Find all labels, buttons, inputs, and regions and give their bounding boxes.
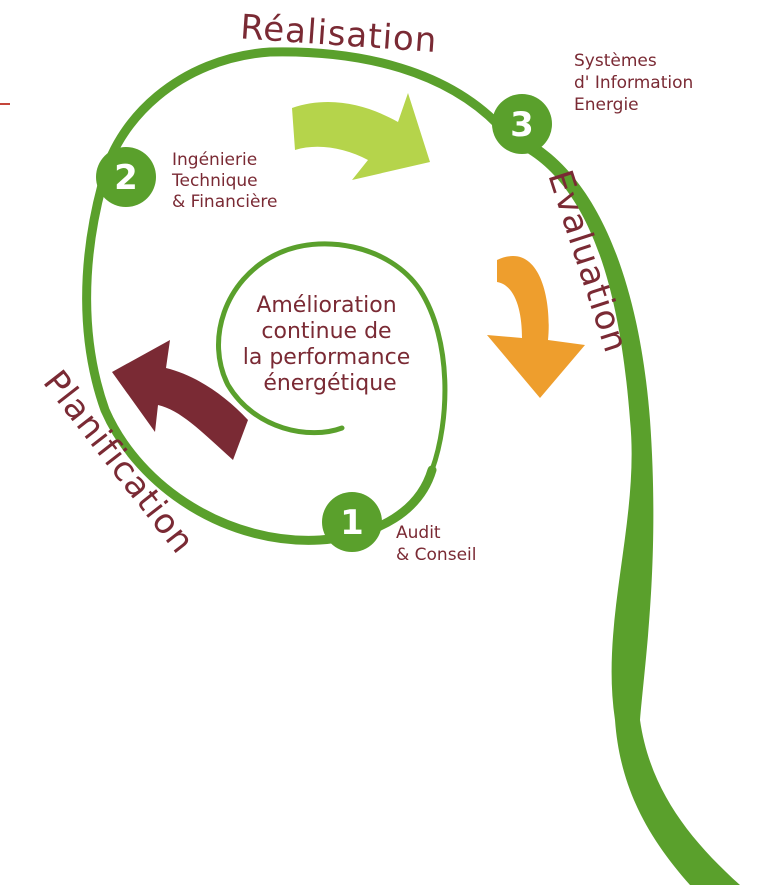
step-2-badge bbox=[96, 147, 156, 207]
step-1-line-1: Audit bbox=[396, 523, 441, 543]
step-1-number: 1 bbox=[340, 503, 364, 543]
step-3-number: 3 bbox=[510, 105, 534, 145]
step-2-number: 2 bbox=[114, 158, 138, 198]
step-3-line-2: d' Information bbox=[574, 73, 693, 93]
center-line-1: Amélioration bbox=[256, 293, 396, 318]
step-3: 3 bbox=[492, 94, 552, 154]
arrow-realisation-icon bbox=[292, 93, 430, 180]
step-1-line-2: & Conseil bbox=[396, 545, 476, 565]
step-1-badge bbox=[322, 492, 382, 552]
step-3-label: Systèmes d' Information Energie bbox=[574, 51, 699, 115]
step-3-badge bbox=[492, 94, 552, 154]
step-1-label: Audit & Conseil bbox=[396, 523, 476, 565]
step-3-line-3: Energie bbox=[574, 95, 639, 115]
center-line-2: continue de bbox=[261, 319, 391, 344]
center-line-4: énergétique bbox=[263, 371, 396, 396]
step-2-line-3: & Financière bbox=[172, 192, 278, 212]
spiral-stem bbox=[500, 128, 740, 885]
center-line-3: la performance bbox=[243, 345, 410, 370]
step-2-line-1: Ingénierie bbox=[172, 150, 257, 170]
spiral-outer-loop bbox=[82, 47, 510, 545]
step-2-line-2: Technique bbox=[171, 171, 258, 191]
step-3-line-1: Systèmes bbox=[574, 51, 657, 71]
arrow-planification-icon bbox=[112, 340, 248, 460]
step-1: 1 bbox=[322, 492, 382, 552]
arrow-evaluation-icon bbox=[487, 256, 585, 398]
step-2-label: Ingénierie Technique & Financière bbox=[171, 150, 278, 212]
step-2: 2 bbox=[96, 147, 156, 207]
spiral-inner-loop bbox=[216, 241, 448, 473]
center-title: Amélioration continue de la performance … bbox=[243, 293, 417, 396]
phase-evaluation: Evaluation bbox=[539, 165, 636, 357]
